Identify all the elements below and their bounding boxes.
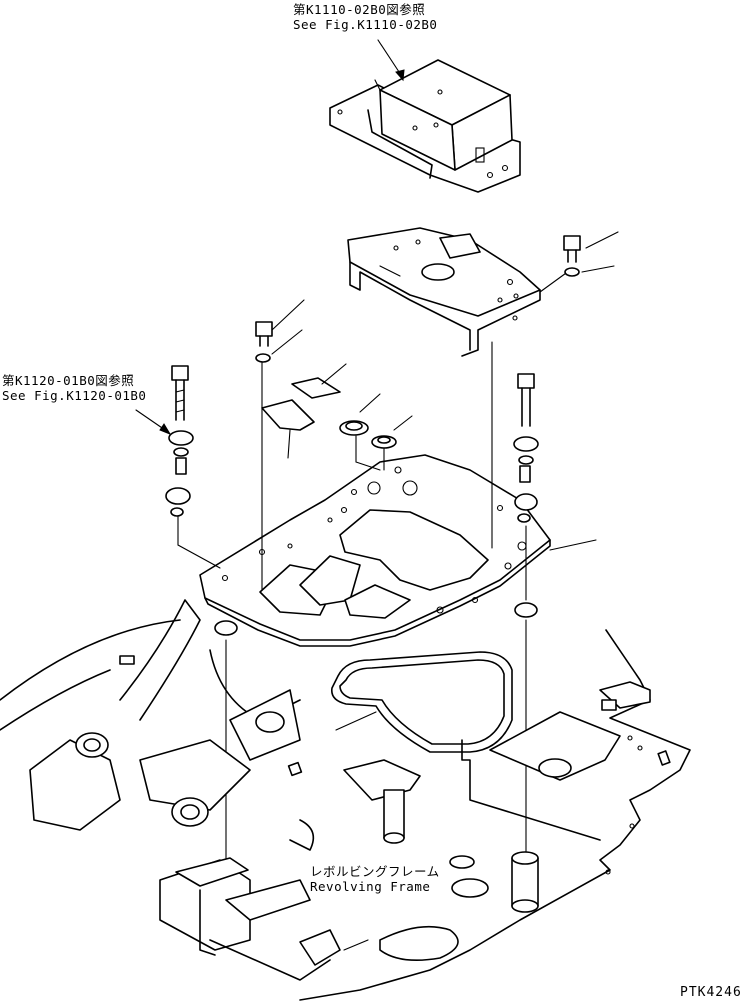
drawing-code: PTK4246: [680, 985, 742, 1000]
revolving-frame-en: Revolving Frame: [310, 879, 431, 894]
left-reference-en: See Fig.K1120-01B0: [2, 388, 147, 403]
control-box-assembly: [329, 59, 521, 193]
mount-stack-right: [513, 373, 539, 618]
revolving-frame-jp: レボルビングフレーム: [310, 864, 440, 879]
revolving-frame: [0, 599, 691, 1001]
bolt-right-top: [563, 231, 619, 277]
revolving-frame-label: レボルビングフレーム Revolving Frame: [310, 864, 440, 894]
mount-stack-left: [165, 365, 221, 569]
bolt-center: [255, 299, 305, 591]
top-reference-en: See Fig.K1110-02B0: [293, 17, 438, 32]
left-reference-label: 第K1120-01B0図参照 See Fig.K1120-01B0: [2, 373, 146, 403]
spacer-plates: [261, 363, 413, 471]
bushing-left: [214, 620, 238, 636]
rubber-seal: [330, 651, 513, 753]
floor-plate: [199, 454, 551, 647]
top-reference-label: 第K1110-02B0図参照 See Fig.K1110-02B0: [293, 2, 437, 32]
top-reference-jp: 第K1110-02B0図参照: [293, 2, 426, 17]
left-reference-jp: 第K1120-01B0図参照: [2, 373, 135, 388]
mounting-bracket: [347, 227, 541, 357]
